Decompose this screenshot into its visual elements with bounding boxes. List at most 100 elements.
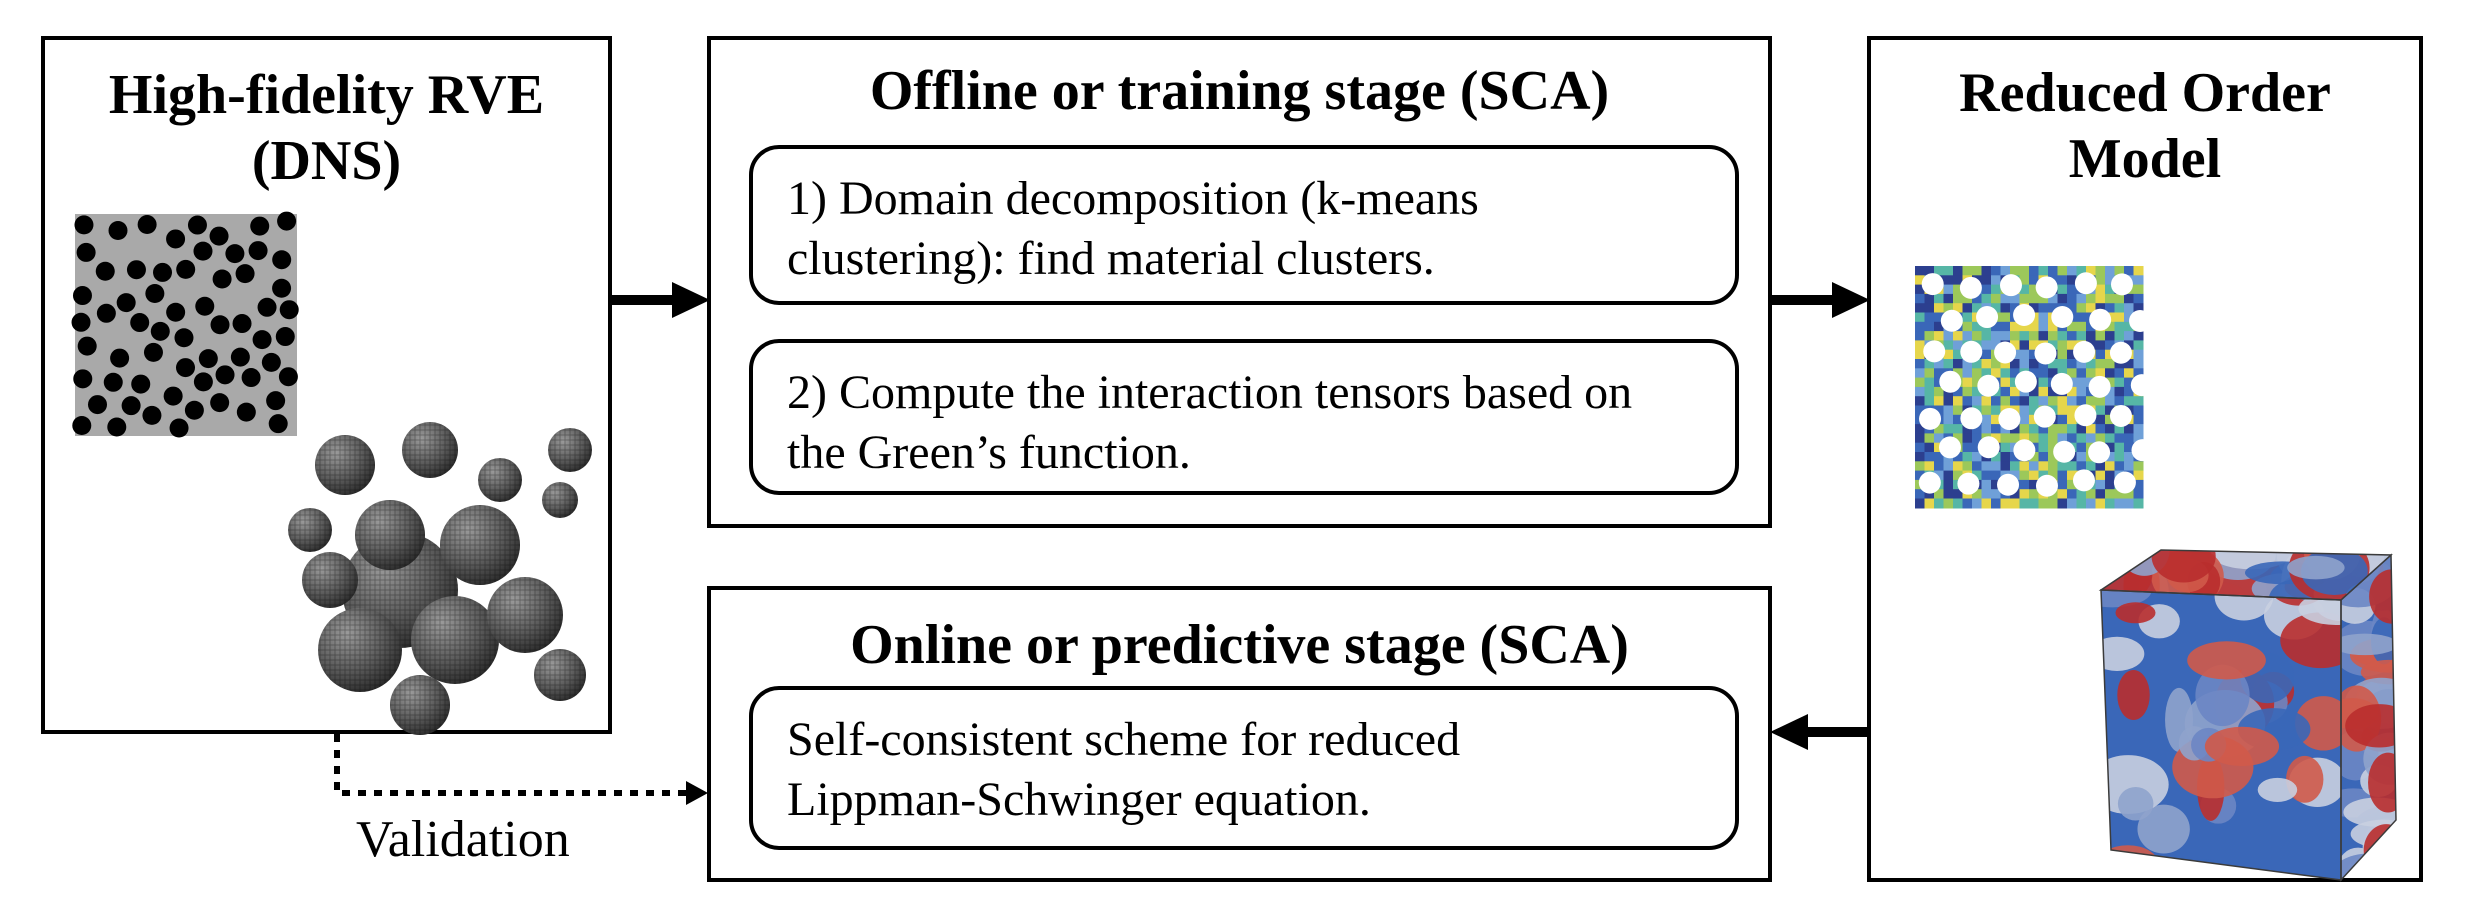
cluster-fiber — [2051, 305, 2074, 328]
online-step-line2: Lippman-Schwinger equation. — [787, 773, 1371, 826]
cluster-cell — [1991, 321, 2001, 332]
cluster-cell — [2114, 424, 2125, 435]
cluster-cell — [1991, 266, 2001, 276]
cluster-cell — [2067, 349, 2077, 360]
cluster-cell — [2076, 489, 2087, 500]
cluster-cell — [2114, 461, 2125, 472]
cluster-cell — [1934, 498, 1944, 509]
cluster-cell — [2057, 470, 2068, 481]
cluster-cell — [2133, 275, 2144, 286]
cluster-cell — [2133, 479, 2144, 490]
cluster-cell — [1981, 266, 1992, 276]
cluster-cell — [1962, 368, 1973, 379]
cluster-cell — [2048, 340, 2058, 351]
cluster-cell — [2133, 331, 2144, 342]
arrow-dns-to-offline-head — [672, 282, 710, 318]
cluster-cell — [1962, 266, 1973, 276]
cluster-cell — [1934, 433, 1944, 444]
cluster-cell — [2029, 303, 2039, 314]
cluster-cell — [1915, 349, 1925, 360]
cluster-cell — [1953, 359, 1963, 369]
cluster-cell — [2095, 479, 2106, 490]
cluster-cell — [1962, 396, 1973, 407]
cluster-cell — [2105, 386, 2115, 397]
cluster-fiber — [2113, 471, 2136, 494]
cluster-cell — [1934, 461, 1944, 472]
cluster-cell — [2048, 470, 2058, 481]
cluster-cell — [2067, 284, 2077, 295]
cluster-cell — [1934, 386, 1944, 397]
fiber-particle — [145, 284, 165, 304]
cluster-cell — [2029, 331, 2039, 342]
cluster-cell — [2124, 424, 2134, 435]
cluster-cell — [1953, 368, 1963, 379]
cluster-cell — [2010, 331, 2020, 342]
cluster-cell — [2076, 303, 2087, 314]
cluster-cell — [2010, 433, 2020, 444]
cluster-cell — [1943, 461, 1954, 472]
cluster-cell — [1962, 452, 1973, 462]
fiber-particle — [130, 313, 150, 333]
offline-stage-box: Offline or training stage (SCA) 1) Domai… — [707, 36, 1772, 528]
cluster-cell — [2067, 368, 2077, 379]
cluster-cell — [2133, 489, 2144, 500]
cluster-cell — [2048, 442, 2058, 453]
cluster-cell — [1991, 414, 2001, 425]
cluster-cell — [1915, 275, 1925, 286]
cluster-cell — [2048, 461, 2058, 472]
cluster-cell — [1924, 396, 1935, 407]
cluster-fiber — [1999, 274, 2022, 297]
online-stage-title: Online or predictive stage (SCA) — [850, 614, 1629, 676]
cluster-cell — [1991, 303, 2001, 314]
fiber-particle — [142, 405, 162, 425]
cluster-cell — [1962, 442, 1973, 453]
cluster-cell — [2076, 386, 2087, 397]
cluster-cell — [2095, 284, 2106, 295]
cluster-cell — [2000, 321, 2011, 332]
cluster-cell — [2076, 321, 2087, 332]
cluster-cell — [2124, 489, 2134, 500]
cluster-cell — [2029, 433, 2039, 444]
cluster-cell — [2029, 293, 2039, 304]
validation-label: Validation — [356, 811, 570, 868]
fiber-particle — [248, 241, 268, 261]
cluster-cell — [1972, 377, 1982, 388]
cluster-cell — [1962, 498, 1973, 509]
cluster-cell — [2029, 368, 2039, 379]
cluster-cell — [2133, 349, 2144, 360]
cluster-cell — [2000, 303, 2011, 314]
cluster-cell — [2057, 266, 2068, 276]
cluster-cell — [2076, 442, 2087, 453]
cluster-cell — [1972, 424, 1982, 435]
cluster-cell — [1924, 321, 1935, 332]
cluster-fiber — [2129, 309, 2152, 332]
cluster-cell — [2019, 479, 2030, 490]
cluster-cell — [1924, 461, 1935, 472]
cluster-cell — [1934, 312, 1944, 323]
cluster-cell — [2048, 331, 2058, 342]
cluster-cell — [1991, 396, 2001, 407]
cluster-cell — [2067, 396, 2077, 407]
fiber-particle — [209, 226, 229, 246]
cluster-cell — [2067, 386, 2077, 397]
cluster-cell — [2019, 396, 2030, 407]
cluster-cell — [2038, 331, 2049, 342]
dns-panel: High-fidelity RVE (DNS) — [41, 36, 612, 735]
cluster-cell — [1915, 312, 1925, 323]
cluster-cell — [2086, 498, 2096, 509]
cluster-cell — [1943, 359, 1954, 369]
cluster-cell — [1962, 433, 1973, 444]
cluster-cell — [2095, 303, 2106, 314]
cluster-cell — [2038, 452, 2049, 462]
cluster-cell — [1943, 424, 1954, 435]
cube-cluster-patch — [2204, 726, 2280, 767]
cluster-cell — [2105, 275, 2115, 286]
cluster-cell — [1943, 479, 1954, 490]
cluster-cell — [2048, 498, 2058, 509]
cluster-cell — [2095, 498, 2106, 509]
voxel-grid — [302, 552, 358, 608]
cluster-fiber — [2109, 341, 2132, 364]
online-stage-box: Online or predictive stage (SCA) Self-co… — [707, 586, 1772, 882]
cluster-cell — [1924, 433, 1935, 444]
cluster-cell — [1924, 331, 1935, 342]
